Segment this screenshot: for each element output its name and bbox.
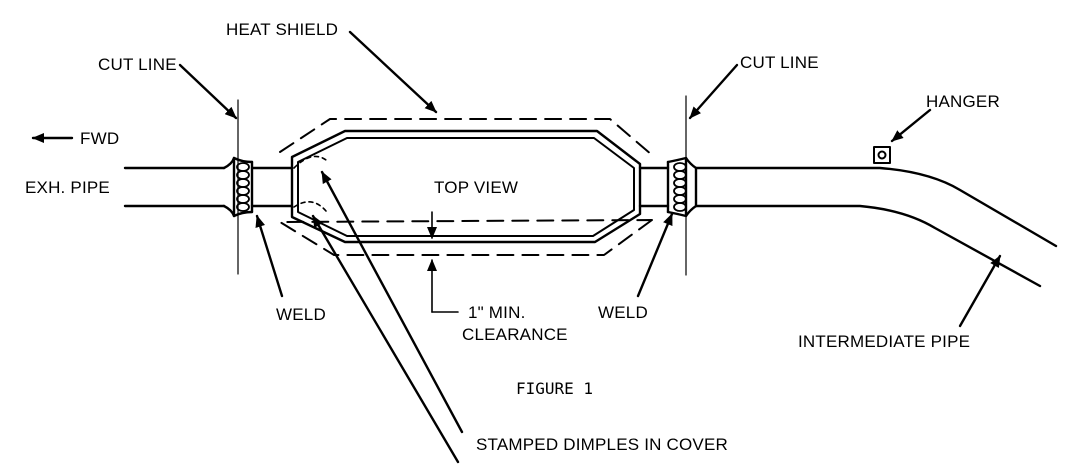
hanger-label: HANGER [926,92,1000,111]
exh-pipe-label: EXH. PIPE [25,178,110,197]
weld-left-label: WELD [276,305,326,324]
cut-line-right-leader [688,63,739,120]
intermediate-pipe-label: INTERMEDIATE PIPE [798,332,970,351]
weld-right-label: WELD [598,303,648,322]
dimple-upper [293,155,327,169]
top-view-label: TOP VIEW [434,178,518,197]
cut-line-right-label: CUT LINE [740,53,819,72]
clearance-dimension [427,211,459,313]
figure-caption: FIGURE 1 [516,379,593,398]
hanger-leader [890,108,932,143]
intermediate-pipe [694,166,1058,288]
hanger [873,146,891,164]
right-weld-beads [673,162,687,212]
dimple-leader-upper [320,170,464,434]
heat-shield-outline [279,118,653,256]
weld-right-leader [636,212,674,298]
left-weld-beads [236,162,250,212]
cut-line-left-leader [178,63,238,120]
heat-shield-label: HEAT SHIELD [226,20,338,39]
exhaust-pipe [123,156,254,218]
clearance-line1-label: 1" MIN. [468,303,526,322]
intermediate-pipe-leader [958,254,1002,328]
heat-shield-leader [348,30,438,114]
cut-line-left-label: CUT LINE [98,55,177,74]
fwd-label: FWD [80,129,119,148]
weld-left-leader [255,214,284,298]
clearance-line2-label: CLEARANCE [462,325,568,344]
stamped-dimples-label: STAMPED DIMPLES IN COVER [476,435,728,454]
converter-body [290,129,642,244]
dimple-leader-lower [311,214,460,464]
dimple-lower [293,201,327,212]
